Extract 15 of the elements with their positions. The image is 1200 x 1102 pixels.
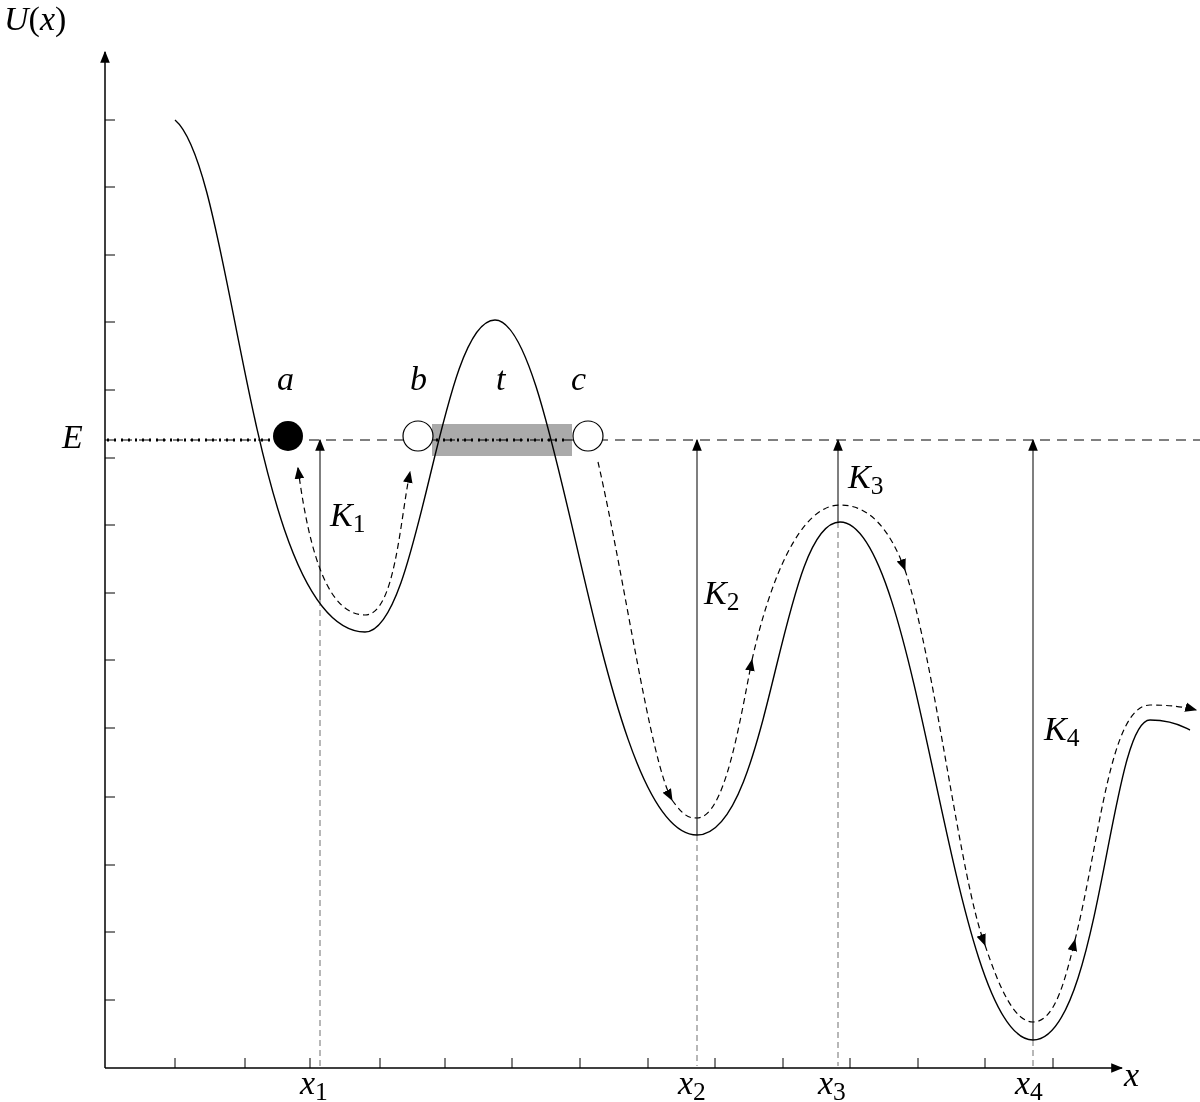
axis-label: b — [410, 362, 427, 396]
axis-label: K$_{2}$ — [704, 576, 740, 610]
axis-label: E — [62, 420, 83, 454]
axis-label: x — [1124, 1058, 1140, 1092]
axis-label: x$_{2}$ — [678, 1066, 706, 1100]
axis-label: K$_{3}$ — [848, 460, 884, 494]
axis-label: K$_{4}$ — [1044, 712, 1080, 746]
axis-label: K$_{1}$ — [330, 498, 366, 532]
axis-label: x$_{3}$ — [818, 1066, 846, 1100]
axis-label: U(x) — [4, 2, 67, 36]
axis-label: x$_{1}$ — [300, 1066, 328, 1100]
axis-label: t — [496, 362, 506, 396]
axis-label: x$_{4}$ — [1015, 1066, 1043, 1100]
axis-label: c — [571, 362, 587, 396]
axis-label: a — [277, 362, 294, 396]
